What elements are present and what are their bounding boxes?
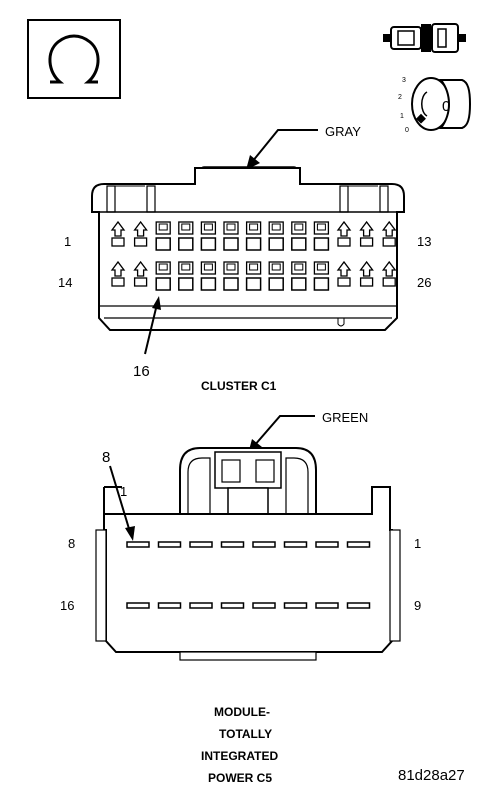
c1-terminal-cavities <box>110 220 397 291</box>
c1-cavity <box>359 260 374 287</box>
c1-cavity <box>110 220 126 247</box>
c1-cavity <box>155 261 171 291</box>
c1-callout-pin-label: 16 <box>133 363 150 380</box>
c1-pin-13-label: 13 <box>417 234 431 249</box>
c5-pin-9-label: 9 <box>414 598 421 613</box>
c5-pin-1-label: 1 <box>414 536 421 551</box>
c5-terminal-slots <box>126 541 371 609</box>
c1-cavity <box>223 221 239 251</box>
c5-terminal-slot <box>189 541 213 548</box>
ignition-position-1: 1 <box>400 113 404 120</box>
c5-terminal-slot <box>189 602 213 609</box>
c5-callout-pin-label: 8 <box>102 449 110 466</box>
c1-cavity <box>381 260 397 287</box>
c5-terminal-slot <box>126 602 150 609</box>
tipm-c5-connector: GREEN 1 8 1 16 9 8 MODULE- TOTALLY <box>60 410 421 785</box>
c5-terminal-slot <box>126 541 150 548</box>
c1-cavity <box>245 221 262 251</box>
ignition-position-0: 0 <box>405 127 409 134</box>
c5-tab-mark: 1 <box>120 484 127 499</box>
c5-terminal-slot <box>157 602 182 609</box>
c1-cavity <box>200 221 217 251</box>
c1-cavity <box>313 221 330 251</box>
c1-cavity <box>381 220 397 247</box>
c5-terminal-slot <box>283 602 308 609</box>
c1-cavity <box>200 261 217 291</box>
c1-caption: CLUSTER C1 <box>201 379 277 393</box>
c1-cavity <box>133 220 148 247</box>
c1-cavity <box>268 261 284 291</box>
c1-cavity <box>336 260 352 287</box>
ignition-key-icon: 3 2 1 0 0 <box>398 77 472 134</box>
c5-terminal-slot <box>346 602 371 609</box>
cluster-c1-connector: GRAY 1 13 14 26 16 CLUSTER C1 <box>58 124 431 393</box>
c5-terminal-slot <box>157 541 182 548</box>
ignition-position-3: 3 <box>402 77 406 84</box>
c5-pin-8-label: 8 <box>68 536 75 551</box>
fuse-icon <box>383 23 466 53</box>
c5-terminal-slot <box>252 602 276 609</box>
c1-cavity <box>155 221 171 251</box>
c5-pin-16-label: 16 <box>60 598 74 613</box>
c1-cavity <box>336 220 352 247</box>
c5-terminal-slot <box>252 541 276 548</box>
c1-pin-26-label: 26 <box>417 275 431 290</box>
c1-cavity <box>291 221 307 251</box>
c1-wire-color-label: GRAY <box>325 124 361 139</box>
c1-pin-1-label: 1 <box>64 234 71 249</box>
c1-cavity <box>110 260 126 287</box>
ignition-position-2: 2 <box>398 94 402 101</box>
c5-terminal-slot <box>315 602 339 609</box>
c1-cavity <box>313 261 330 291</box>
c1-cavity <box>178 221 194 251</box>
c5-terminal-slot <box>283 541 308 548</box>
c1-cavity <box>245 261 262 291</box>
c1-cavity <box>268 221 284 251</box>
c1-cavity <box>291 261 307 291</box>
c5-terminal-slot <box>346 541 371 548</box>
ignition-key-label: 0 <box>442 98 450 115</box>
c5-caption-line-3: INTEGRATED <box>201 749 278 763</box>
c5-caption-line-4: POWER C5 <box>208 771 272 785</box>
c5-caption-line-1: MODULE- <box>214 705 270 719</box>
omega-icon <box>27 19 121 99</box>
c1-cavity <box>223 261 239 291</box>
c5-terminal-slot <box>220 602 245 609</box>
figure-code: 81d28a27 <box>398 767 465 784</box>
c5-caption-line-2: TOTALLY <box>219 727 272 741</box>
c5-wire-color-label: GREEN <box>322 410 368 425</box>
c1-cavity <box>359 220 374 247</box>
c1-pin-14-label: 14 <box>58 275 72 290</box>
c1-cavity <box>133 260 148 287</box>
c5-terminal-slot <box>220 541 245 548</box>
c1-cavity <box>178 261 194 291</box>
c5-terminal-slot <box>315 541 339 548</box>
